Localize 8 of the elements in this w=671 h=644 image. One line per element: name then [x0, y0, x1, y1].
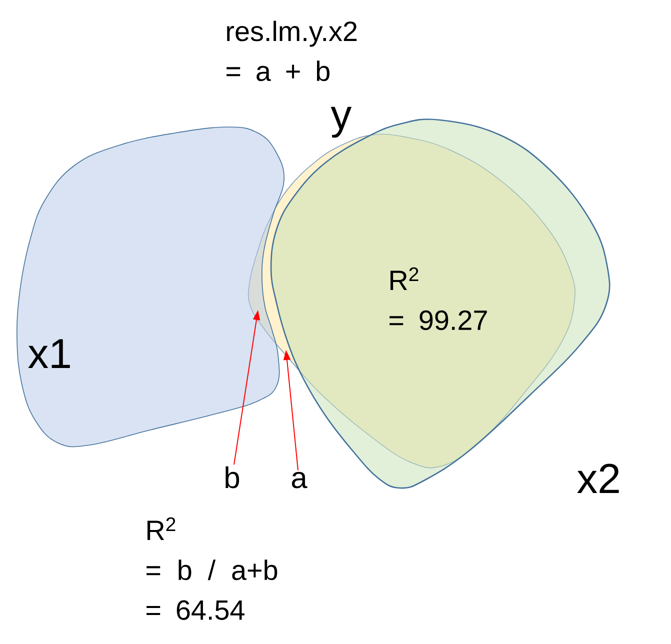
set-label: y [330, 106, 352, 138]
set-label: x1 [28, 339, 70, 368]
region-label: a [292, 472, 308, 488]
formula-text: res.lm.y.x2 = a + b [226, 20, 357, 82]
formula-text: R$^{2}$ = b / a+b = 64.54 [146, 517, 278, 620]
region-label: b [226, 466, 240, 488]
formula-text: R$^{2}$ = 99.27 [390, 267, 487, 330]
set-label: x2 [577, 464, 619, 493]
